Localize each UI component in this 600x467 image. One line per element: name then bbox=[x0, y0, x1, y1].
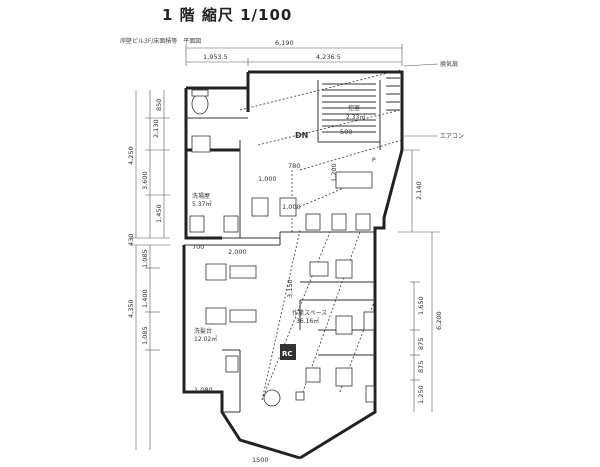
dim-left-1400: 1,400 bbox=[141, 289, 149, 308]
dim-right-2140: 2,140 bbox=[415, 181, 423, 200]
dim-left-430: 430 bbox=[127, 234, 135, 246]
dim-top-total: 6,190 bbox=[275, 39, 294, 47]
left-dimension-lines: 850 2,130 4,250 3,600 1,450 430 1,085 4,… bbox=[127, 90, 170, 450]
dim-left-1450: 1,450 bbox=[155, 204, 163, 223]
reception-chair-icon bbox=[263, 389, 281, 407]
dim-bottom-1500: 1500 bbox=[252, 456, 269, 464]
dim-top-right: 4,236.5 bbox=[316, 53, 341, 61]
page-title: 1 階 縮尺 1/100 bbox=[162, 6, 293, 24]
work-space-label: 作業スペース bbox=[292, 309, 327, 317]
plan-subtitle: 岸壁ビル3F/床面積等 平面図 bbox=[120, 38, 202, 45]
washroom-basin-icon bbox=[189, 215, 205, 233]
dim-inner-3150: 3,150 bbox=[286, 279, 294, 298]
sink-icon bbox=[191, 135, 211, 153]
rc-unit-icon bbox=[280, 344, 296, 360]
dim-left-2130: 2,130 bbox=[152, 119, 160, 138]
washroom-label: 洗場屋 bbox=[192, 192, 210, 200]
dim-right-1650: 1,650 bbox=[417, 296, 425, 315]
stairs bbox=[322, 77, 400, 133]
room-upper-area: 2.33㎡ bbox=[346, 113, 365, 121]
fixtures bbox=[189, 89, 375, 407]
p-mark-label: P bbox=[372, 157, 376, 164]
shampoo-label: 洗髪台 bbox=[194, 327, 212, 335]
station-mirror-icon bbox=[309, 261, 329, 277]
shampoo-area: 12.02㎡ bbox=[194, 335, 217, 343]
shampoo-chair-icon bbox=[205, 263, 227, 281]
ventilation-label: 換気扇 bbox=[440, 60, 458, 68]
dim-left-1085-top: 1,085 bbox=[141, 249, 149, 268]
dim-right-875-b: 875 bbox=[417, 361, 425, 373]
washroom-area: 5.37㎡ bbox=[192, 200, 211, 208]
dim-right-6200: 6,200 bbox=[435, 311, 443, 330]
rc-label: RC bbox=[282, 350, 293, 358]
dim-left-850: 850 bbox=[155, 99, 163, 111]
dim-top-left: 1,953.5 bbox=[203, 53, 228, 61]
dim-right-1250: 1,250 bbox=[417, 385, 425, 404]
dim-inner-1080: 1,080 bbox=[194, 386, 213, 394]
dim-inner-1000-a: 1,000 bbox=[258, 175, 277, 183]
aircon-label: エアコン bbox=[440, 133, 464, 140]
right-dimension-lines: 2,140 1,650 6,200 875 875 1,250 bbox=[398, 149, 443, 412]
plan-walls bbox=[182, 70, 404, 460]
dim-left-4250-top: 4,250 bbox=[127, 146, 135, 165]
room-upper-label: 控室 bbox=[348, 104, 360, 112]
chair-icon bbox=[251, 197, 269, 217]
toilet-icon bbox=[191, 93, 209, 115]
dim-right-875-a: 875 bbox=[417, 338, 425, 350]
dotted-lines bbox=[239, 69, 403, 401]
dim-left-1085-bottom: 1,085 bbox=[141, 326, 149, 345]
dim-left-4350: 4,350 bbox=[127, 299, 135, 318]
dim-inner-780: 780 bbox=[288, 162, 300, 170]
dim-inner-2000: 2,000 bbox=[228, 248, 247, 256]
work-space-area: 36.16㎡ bbox=[296, 317, 319, 325]
dim-inner-500: 500 bbox=[340, 128, 352, 136]
dn-label: DN bbox=[295, 131, 308, 140]
dim-inner-1000-b: 1,000 bbox=[282, 203, 301, 211]
dim-left-3600: 3,600 bbox=[141, 171, 149, 190]
top-dimension-lines: 6,190 1,953.5 4,236.5 bbox=[185, 39, 403, 66]
dim-inner-700: 700 bbox=[192, 243, 204, 251]
dim-inner-1200: 1,200 bbox=[330, 163, 338, 182]
